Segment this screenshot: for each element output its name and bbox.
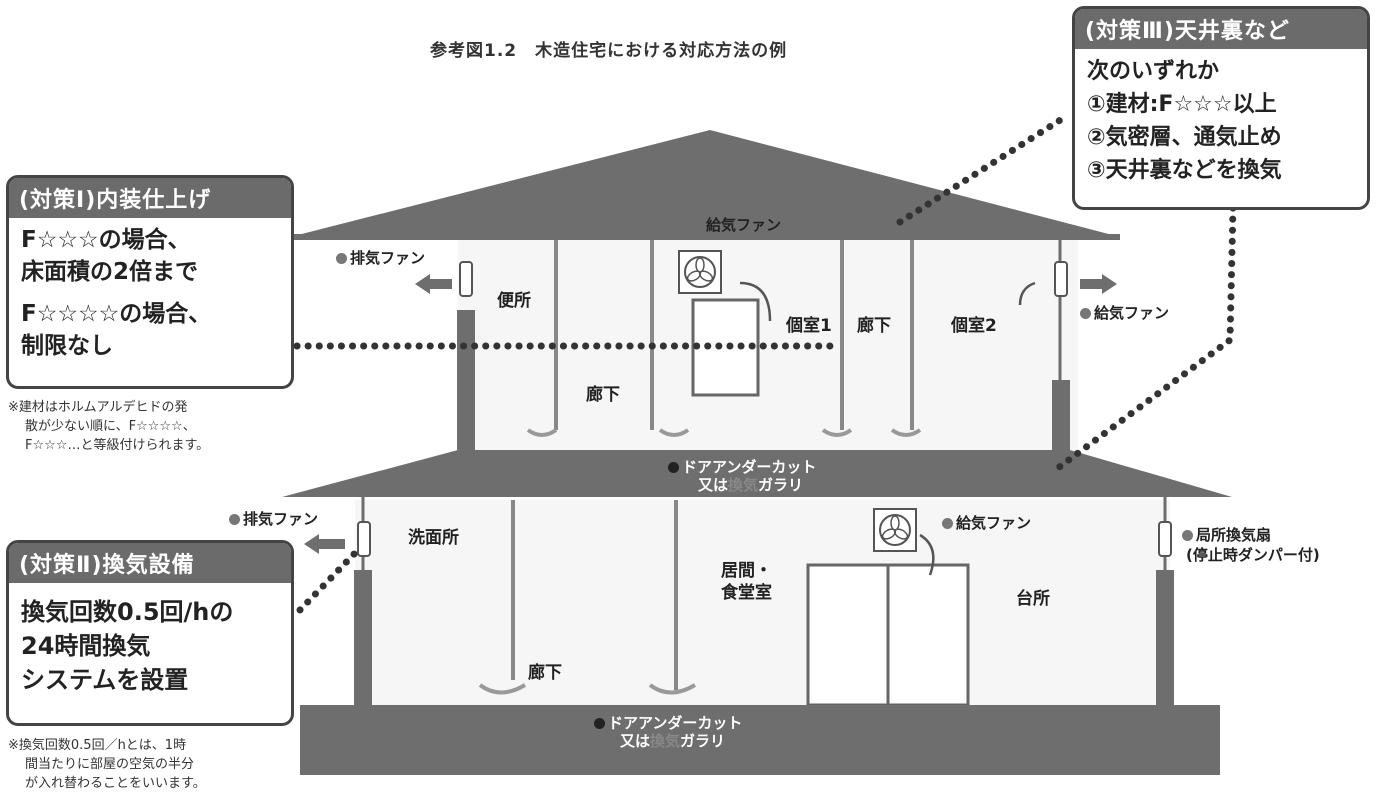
roof-eave bbox=[290, 234, 1120, 240]
supply-fan-lower-label: 給気ファン bbox=[942, 512, 1031, 533]
callout-1-heading: (対策Ⅰ)内装仕上げ bbox=[9, 178, 291, 218]
roof-supply-fan-label: 給気ファン bbox=[706, 216, 782, 234]
room-kitchen: 台所 bbox=[1016, 589, 1050, 609]
airflow-arrows bbox=[304, 274, 1117, 554]
room-living-2: 食堂室 bbox=[721, 583, 772, 603]
exhaust-fan-upper-label: 排気ファン bbox=[336, 247, 425, 268]
callout-2-line-1: 換気回数0.5回/hの bbox=[21, 598, 234, 626]
curved-arrows bbox=[478, 428, 922, 695]
callout-3-heading: (対策Ⅲ)天井裏など bbox=[1075, 9, 1367, 49]
callout-3-line-3: ②気密層、通気止め bbox=[1087, 125, 1282, 150]
door-undercut-lower-label-1: ドアアンダーカット bbox=[594, 712, 742, 733]
lower-floor bbox=[355, 500, 1170, 705]
callout-1-line-2: 床面積の2倍まで bbox=[21, 259, 199, 285]
callout-1-line-1: F☆☆☆の場合、 bbox=[21, 227, 191, 253]
bullet-icon bbox=[668, 462, 679, 473]
room-bedroom-1: 個室1 bbox=[786, 316, 832, 336]
callout-2-line-2: 24時間換気 bbox=[21, 632, 151, 660]
note-1-line-2: 散が少ない順に、F☆☆☆☆、 bbox=[25, 419, 196, 434]
note-1-line-1: ※建材はホルムアルデヒドの発 bbox=[8, 400, 188, 415]
door-undercut-upper-label-1: ドアアンダーカット bbox=[668, 456, 816, 477]
roof bbox=[290, 130, 1120, 237]
bullet-icon bbox=[594, 718, 605, 729]
callout-3-line-4: ③天井裏などを換気 bbox=[1087, 158, 1282, 183]
door-undercut-lower-label-2: 又は換気ガラリ bbox=[620, 732, 726, 750]
exhaust-fan-lower-label: 排気ファン bbox=[229, 508, 318, 529]
room-corridor-upper-right: 廊下 bbox=[857, 316, 891, 336]
callout-2-line-3: システムを設置 bbox=[21, 666, 189, 694]
door-undercut-upper-label-2: 又は換気ガラリ bbox=[698, 476, 804, 494]
local-fan-label-1: 局所換気扇 bbox=[1182, 524, 1271, 545]
supply-fan-upper-right-label: 給気ファン bbox=[1080, 302, 1169, 323]
local-fan-label-2: (停止時ダンパー付) bbox=[1186, 546, 1320, 564]
callout-ventilation: (対策Ⅱ)換気設備 換気回数0.5回/hの 24時間換気 システムを設置 bbox=[6, 540, 294, 726]
bullet-icon bbox=[1080, 308, 1091, 319]
note-2-line-1: ※換気回数0.5回／hとは、1時 bbox=[8, 738, 187, 753]
room-washroom: 洗面所 bbox=[408, 528, 459, 548]
mid-floor-slab bbox=[655, 450, 1070, 496]
room-corridor-upper: 廊下 bbox=[586, 385, 620, 405]
wall-fan-icons bbox=[357, 261, 1172, 557]
callout-interior-finish: (対策Ⅰ)内装仕上げ F☆☆☆の場合、 床面積の2倍まで F☆☆☆☆の場合、 制… bbox=[6, 175, 294, 389]
bullet-icon bbox=[229, 514, 240, 525]
room-toilet: 便所 bbox=[497, 291, 531, 311]
callout-3-line-1: 次のいずれか bbox=[1087, 59, 1220, 84]
foundation bbox=[300, 705, 1220, 775]
door-upper bbox=[691, 298, 760, 397]
bullet-icon bbox=[1182, 530, 1193, 541]
lower-wall-left bbox=[354, 570, 372, 705]
callout-1-line-4: 制限なし bbox=[21, 333, 113, 359]
note-2-line-2: 間当たりに部屋の空気の半分 bbox=[25, 757, 195, 772]
leader-lines bbox=[293, 113, 1237, 614]
note-1-line-3: F☆☆☆…と等級付けられます。 bbox=[25, 438, 210, 453]
callout-attic: (対策Ⅲ)天井裏など 次のいずれか ①建材:F☆☆☆以上 ②気密層、通気止め ③… bbox=[1072, 6, 1370, 210]
room-living-1: 居間・ bbox=[721, 561, 772, 581]
upper-partitions bbox=[554, 240, 914, 430]
lower-partitions bbox=[511, 500, 678, 690]
figure-title: 参考図1.2 木造住宅における対応方法の例 bbox=[430, 41, 788, 61]
upper-wall-left bbox=[457, 310, 475, 450]
note-2-line-3: が入れ替わることをいいます。 bbox=[25, 776, 206, 791]
callout-3-line-2: ①建材:F☆☆☆以上 bbox=[1087, 92, 1277, 117]
room-corridor-lower: 廊下 bbox=[528, 663, 562, 683]
lower-wall-right bbox=[1156, 570, 1174, 705]
callout-2-heading: (対策Ⅱ)換気設備 bbox=[9, 543, 291, 583]
bullet-icon bbox=[336, 253, 347, 264]
room-bedroom-2: 個室2 bbox=[951, 316, 997, 336]
bullet-icon bbox=[942, 518, 953, 529]
callout-1-line-3: F☆☆☆☆の場合、 bbox=[21, 301, 212, 327]
supply-fan-icon-lower bbox=[873, 508, 917, 552]
supply-fan-icon-upper bbox=[678, 250, 722, 294]
upper-wall-right bbox=[1052, 380, 1070, 450]
note-2: ※換気回数0.5回／hとは、1時 間当たりに部屋の空気の半分 が入れ替わることを… bbox=[8, 736, 206, 793]
note-1: ※建材はホルムアルデヒドの発 散が少ない順に、F☆☆☆☆、 F☆☆☆…と等級付け… bbox=[8, 398, 209, 455]
